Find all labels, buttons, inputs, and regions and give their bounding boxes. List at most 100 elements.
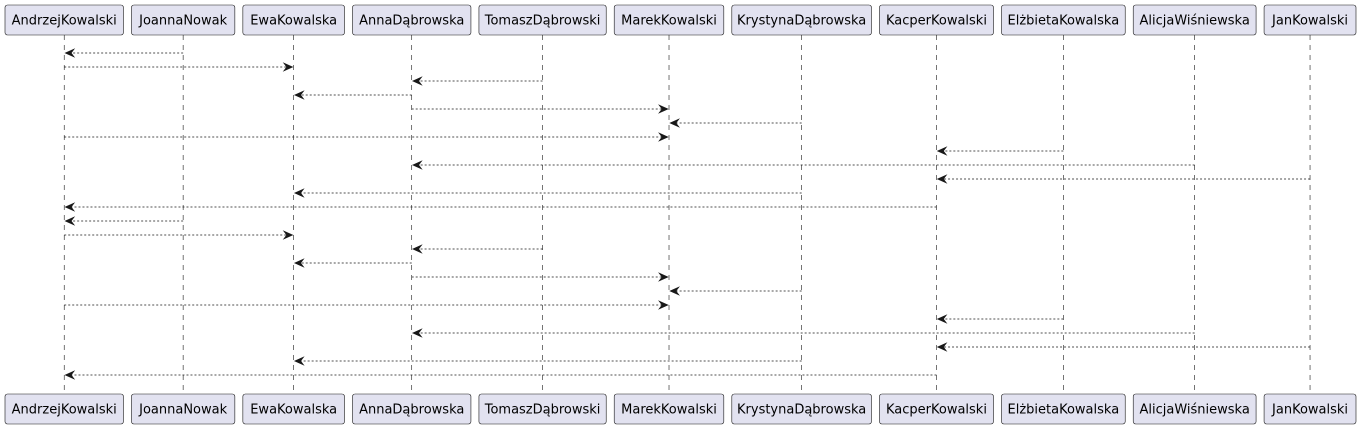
participant-box [731,4,872,36]
participant-top-krystynadabrowska: KrystynaDąbrowska [731,4,872,36]
participant-top-jankowalski: JanKowalski [1263,4,1357,36]
participant-bottom-joannanowak: JoannaNowak [131,393,236,425]
participant-row-bottom: AndrzejKowalski JoannaNowak EwaKowalska Ann… [4,393,1357,425]
arrowhead [293,90,305,100]
participant-box [1001,4,1126,36]
participant-label: AndrzejKowalski [12,403,117,418]
participant-top-joannanowak: JoannaNowak [131,4,236,36]
arrowhead [64,48,76,58]
arrowhead [658,104,669,114]
participant-label: KacperKowalski [886,403,987,418]
participant-label: JoannaNowak [138,14,227,29]
message-1 [64,48,184,58]
participant-bottom-krystynadabrowska: KrystynaDąbrowska [731,393,872,425]
message-19 [64,300,669,310]
participant-bottom-kacperkowalski: KacperKowalski [879,393,994,425]
participant-box [613,4,725,36]
participant-label: KrystynaDąbrowska [737,14,866,29]
participant-label: AndrzejKowalski [12,14,117,29]
message-5 [411,104,669,114]
participant-box [352,393,472,425]
participant-label: AlicjaWiśniewska [1139,403,1249,418]
participant-label: KrystynaDąbrowska [737,403,866,418]
arrowhead [64,216,76,226]
participant-box [242,4,345,36]
participant-bottom-jankowalski: JanKowalski [1263,393,1357,425]
arrowhead [293,258,305,268]
participant-label: MarekKowalski [621,14,717,29]
participant-top-annadabrowska: AnnaDąbrowska [352,4,472,36]
arrowhead [293,356,305,366]
participant-row-top: AndrzejKowalski JoannaNowak EwaKowalska Ann… [4,4,1357,36]
arrowhead [936,174,948,184]
arrowhead [936,314,948,324]
participant-bottom-annadabrowska: AnnaDąbrowska [352,393,472,425]
message-9 [411,160,1195,170]
message-13 [64,216,184,226]
message-23 [293,356,802,366]
arrowhead [936,342,948,352]
arrowhead [669,286,680,296]
message-8 [936,146,1064,156]
arrowhead [658,300,669,310]
message-12 [64,202,937,212]
participant-top-ewakowalska: EwaKowalska [242,4,345,36]
message-24 [64,370,937,380]
participant-label: JanKowalski [1271,14,1348,29]
participant-bottom-tomaszdabrowski: TomaszDąbrowski [478,393,607,425]
participant-box [613,393,725,425]
participant-label: AnnaDąbrowska [359,403,464,418]
message-21 [411,328,1195,338]
message-7 [64,132,669,142]
participant-label: JoannaNowak [138,403,227,418]
arrowhead [64,202,76,212]
participant-label: EwaKowalska [250,403,337,418]
message-3 [411,76,543,86]
participant-top-marekkowalski: MarekKowalski [613,4,725,36]
arrowhead [293,188,305,198]
participant-label: AnnaDąbrowska [359,14,464,29]
participant-box [731,393,872,425]
participant-top-alicjawisniewska: AlicjaWiśniewska [1132,4,1257,36]
message-18 [669,286,802,296]
participant-label: MarekKowalski [621,403,717,418]
participant-top-andrzejkowalski: AndrzejKowalski [4,4,124,36]
arrowhead [411,244,423,254]
participant-label: TomaszDąbrowski [484,403,601,418]
participant-box [1263,393,1357,425]
participant-box [352,4,472,36]
participant-box [1263,4,1357,36]
participant-box [1132,4,1257,36]
participant-box [4,393,124,425]
arrowhead [282,230,294,240]
arrowhead [64,370,76,380]
arrowhead [669,118,680,128]
message-16 [293,258,412,268]
message-22 [936,342,1311,352]
participant-box [1001,393,1126,425]
message-17 [411,272,669,282]
arrowhead [936,146,948,156]
arrowhead [658,272,669,282]
participant-top-elzbietakowalska: ElżbietaKowalska [1001,4,1126,36]
participant-top-kacperkowalski: KacperKowalski [879,4,994,36]
participant-label: TomaszDąbrowski [484,14,601,29]
message-2 [64,62,294,72]
arrowhead [411,160,423,170]
participant-bottom-andrzejkowalski: AndrzejKowalski [4,393,124,425]
participant-label: ElżbietaKowalska [1008,403,1120,418]
participant-label: KacperKowalski [886,14,987,29]
message-15 [411,244,543,254]
participant-box [478,393,607,425]
participant-label: AlicjaWiśniewska [1139,14,1249,29]
participant-bottom-elzbietakowalska: ElżbietaKowalska [1001,393,1126,425]
arrowhead [282,62,294,72]
message-10 [936,174,1311,184]
participant-box [131,4,236,36]
message-4 [293,90,412,100]
lifelines [63,35,1311,394]
participant-label: ElżbietaKowalska [1008,14,1120,29]
message-11 [293,188,802,198]
participant-box [4,4,124,36]
